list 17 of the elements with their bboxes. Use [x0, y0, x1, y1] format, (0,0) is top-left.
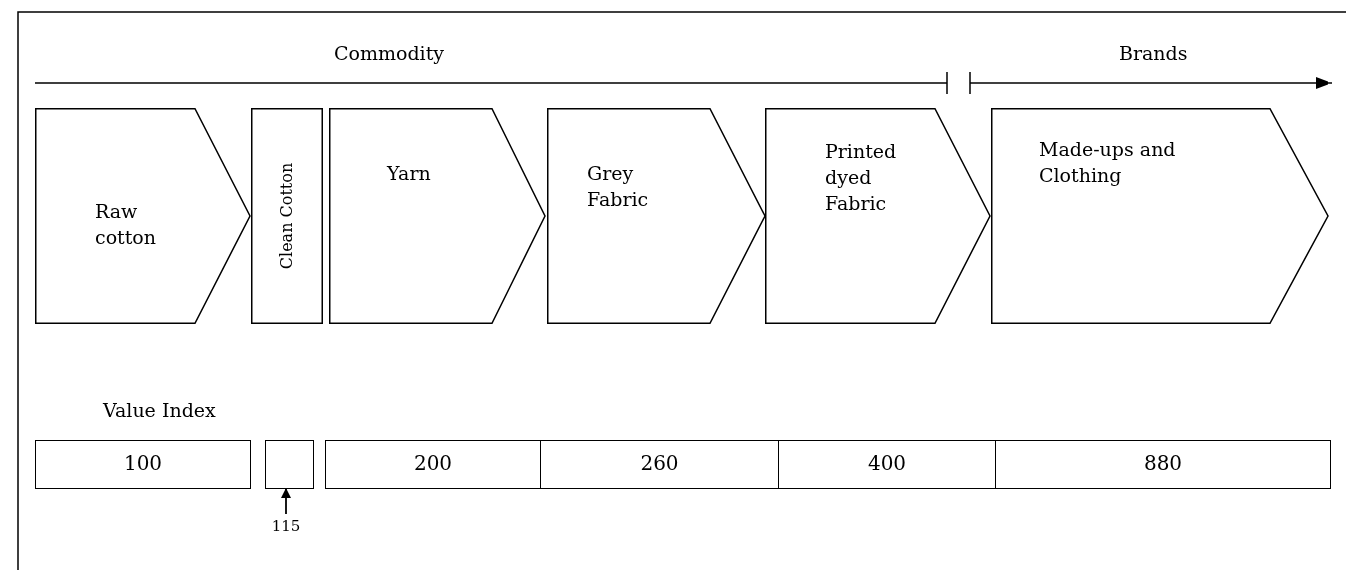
segment-label: Brands [1119, 41, 1188, 66]
stage-label: Grey Fabric [587, 161, 650, 212]
stage-label: Made-ups and Clothing [1039, 137, 1177, 188]
stage-label: Clean Cotton [276, 162, 297, 270]
value-index-box: 100 [35, 440, 251, 489]
arrow [281, 488, 291, 515]
value-index-box: 200 [325, 440, 541, 489]
stage-label: Printed dyed Fabric [825, 139, 898, 216]
value-label: 115 [270, 514, 302, 538]
stage-label: Yarn [387, 161, 432, 186]
stage-label: Raw cotton [95, 199, 158, 250]
segment-label: Commodity [334, 41, 445, 66]
value-index-box: 880 [995, 440, 1331, 489]
value-index-box: 260 [540, 440, 779, 489]
row-heading: Value Index [103, 398, 216, 423]
empty-box [265, 440, 314, 489]
value-index-box: 400 [778, 440, 996, 489]
